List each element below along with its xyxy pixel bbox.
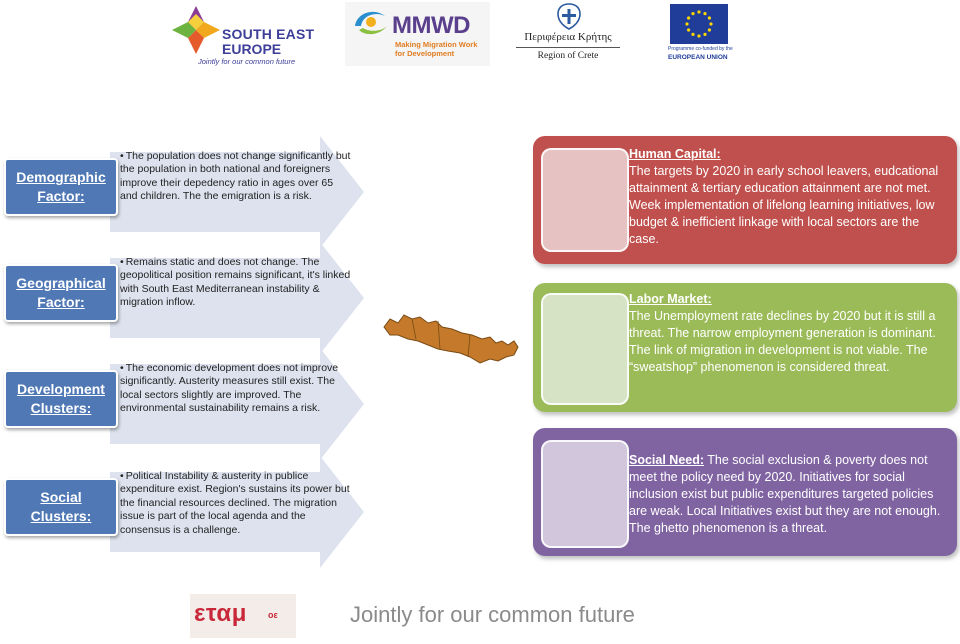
factor-label: Geographical Factor:	[16, 275, 106, 310]
mmwd-swirl-logo-icon	[355, 11, 387, 35]
human-capital-description: The targets by 2020 in early school leav…	[629, 164, 939, 246]
chevron-arrow-shape	[110, 136, 364, 248]
factor-label: Demographic Factor:	[16, 169, 106, 204]
human-capital-title: Human Capital:	[629, 147, 721, 161]
factor-label: Social Clusters:	[30, 489, 92, 524]
labor-market-panel: Labor Market: The Unemployment rate decl…	[533, 283, 957, 412]
social-need-panel: Social Need: The social exclusion & pove…	[533, 428, 957, 556]
see-logo-tagline: Jointly for our common future	[198, 57, 296, 66]
social-need-description: The social exclusion & poverty does not …	[629, 453, 941, 535]
factor-description-text: The population does not change significa…	[120, 150, 351, 203]
mmwd-logo-title: MMWD	[392, 12, 470, 39]
labor-market-text-block: Labor Market: The Unemployment rate decl…	[629, 291, 951, 376]
factor-description-text: Political Instability & austerity in pub…	[120, 470, 350, 536]
chevron-arrow-shape	[110, 456, 364, 568]
social-need-title: Social Need:	[629, 453, 705, 467]
factor-description: •The population does not change signific…	[120, 150, 352, 204]
eu-logo: Programme co-funded by the EUROPEAN UNIO…	[668, 4, 733, 62]
factor-row-geographical: Geographical Factor: •Remains static and…	[4, 242, 364, 354]
etam-logo-text: εταμ	[194, 600, 247, 627]
factor-row-development: Development Clusters: •The economic deve…	[4, 348, 364, 460]
chevron-arrow-shape	[110, 348, 364, 460]
mmwd-logo-sub1: Making Migration Work	[395, 40, 478, 49]
crete-logo-divider	[516, 47, 620, 48]
factor-description: •Political Instability & austerity in pu…	[120, 470, 352, 537]
factor-label-box: Demographic Factor:	[4, 158, 118, 216]
factor-description: •Remains static and does not change. The…	[120, 256, 352, 310]
factor-label-box: Geographical Factor:	[4, 264, 118, 322]
see-logo-line2: EUROPE	[222, 41, 282, 57]
chevron-arrow-shape	[110, 242, 364, 354]
eu-logo-line1: Programme co-funded by the	[668, 46, 733, 52]
factor-row-social: Social Clusters: •Political Instability …	[4, 456, 364, 568]
see-logo-line1: SOUTH EAST	[222, 26, 315, 42]
mmwd-logo-sub2: for Development	[395, 49, 455, 58]
factor-description-text: The economic development does not improv…	[120, 362, 339, 415]
crete-logo-english: Region of Crete	[537, 51, 599, 61]
factor-label: Development Clusters:	[17, 381, 105, 416]
factor-label-box: Social Clusters:	[4, 478, 118, 536]
labor-market-title: Labor Market:	[629, 292, 712, 306]
human-capital-panel: Human Capital: The targets by 2020 in ea…	[533, 136, 957, 264]
eu-flag-icon	[670, 4, 728, 44]
etam-logo: εταμ οε	[190, 594, 296, 638]
bullet-icon: •	[120, 362, 124, 374]
south-east-europe-logo: SOUTH EAST EUROPE Jointly for our common…	[170, 4, 330, 66]
see-star-logo-icon	[172, 6, 220, 54]
social-need-text-block: Social Need: The social exclusion & pove…	[629, 452, 951, 537]
region-of-crete-logo: Περιφέρεια Κρήτης Region of Crete	[512, 2, 624, 64]
crete-map-icon	[383, 314, 519, 364]
eu-logo-line2: EUROPEAN UNION	[668, 54, 728, 61]
labor-market-description: The Unemployment rate declines by 2020 b…	[629, 309, 936, 374]
factor-description: •The economic development does not impro…	[120, 362, 352, 416]
human-capital-image-placeholder	[541, 148, 629, 252]
human-capital-text-block: Human Capital: The targets by 2020 in ea…	[629, 146, 951, 248]
labor-market-image-placeholder	[541, 293, 629, 405]
mmwd-logo: MMWD Making Migration Work for Developme…	[345, 2, 490, 66]
factor-label-box: Development Clusters:	[4, 370, 118, 428]
factor-description-text: Remains static and does not change. The …	[120, 256, 351, 309]
footer-slogan: Jointly for our common future	[350, 602, 635, 627]
social-need-image-placeholder	[541, 440, 629, 548]
bullet-icon: •	[120, 256, 124, 268]
greek-emblem-icon	[557, 3, 581, 30]
crete-logo-greek: Περιφέρεια Κρήτης	[524, 31, 612, 43]
factor-row-demographic: Demographic Factor: •The population does…	[4, 136, 364, 248]
bullet-icon: •	[120, 470, 124, 482]
etam-logo-suffix: οε	[268, 610, 278, 620]
bullet-icon: •	[120, 150, 124, 162]
